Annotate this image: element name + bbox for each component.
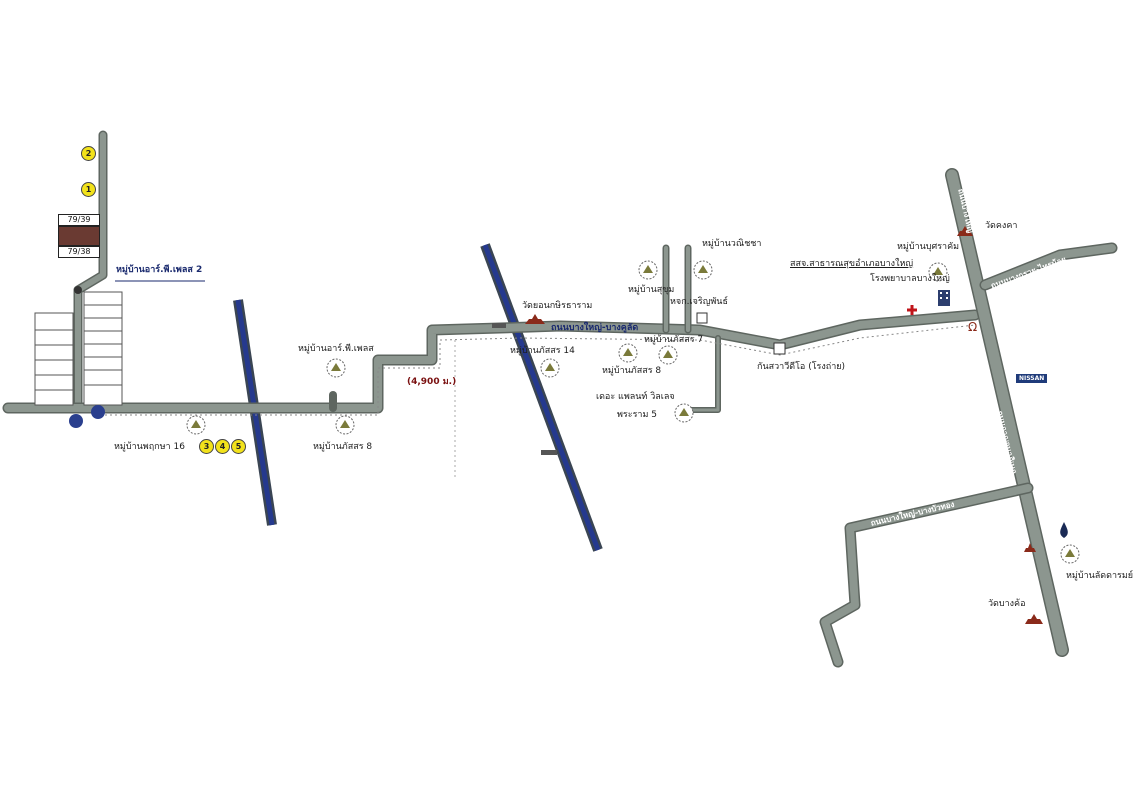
village-icon bbox=[674, 403, 694, 423]
label-wat-khongkha: วัดคงคา bbox=[985, 221, 1018, 231]
marker-blue-1 bbox=[69, 414, 83, 428]
village-buildings-left bbox=[34, 291, 123, 406]
studio-icon bbox=[773, 342, 786, 355]
label-wat-yon: วัดยอนกษิรธาราม bbox=[522, 301, 593, 311]
village-icons bbox=[186, 260, 1080, 564]
junction-dot bbox=[74, 286, 82, 294]
village-icon bbox=[186, 415, 206, 435]
nissan-sign: NISSAN bbox=[1016, 374, 1048, 383]
label-village-pruksa-16: หมู่บ้านพฤกษา 16 bbox=[114, 442, 185, 452]
route-dotted-line bbox=[95, 324, 976, 416]
house-number-bottom: 79/38 bbox=[58, 246, 100, 258]
village-icon bbox=[658, 345, 678, 365]
label-village-ladtarom: หมู่บ้านลัดดารมย์ bbox=[1066, 571, 1133, 581]
marker-4: 4 bbox=[215, 439, 230, 454]
label-village-rp-place-2: หมู่บ้านอาร์.พี.เพลส 2 bbox=[116, 265, 203, 275]
building-icon bbox=[938, 290, 950, 306]
label-village-phatsorn-8-mid: หมู่บ้านภัสสร 8 bbox=[602, 366, 662, 376]
house-number-top: 79/39 bbox=[58, 214, 100, 226]
shop-icon bbox=[696, 312, 708, 324]
bridge-icon bbox=[541, 450, 557, 455]
village-icon bbox=[326, 358, 346, 378]
temple-icon-small bbox=[1024, 543, 1036, 552]
gas-icon: Ω bbox=[968, 320, 977, 334]
label-village-burakam: หมู่บ้านบุศราคัม bbox=[897, 242, 960, 252]
village-icon bbox=[1060, 544, 1080, 564]
bridge-icon bbox=[492, 323, 506, 328]
label-main-road: ถนนบางใหญ่-บางคูลัด bbox=[551, 323, 639, 333]
label-bangyai-hospital: โรงพยาบาลบางใหญ่ bbox=[870, 274, 950, 284]
village-icon bbox=[638, 260, 658, 280]
marker-blue-2 bbox=[91, 405, 105, 419]
label-distance: (4,900 ม.) bbox=[407, 377, 457, 387]
temple-icon-wat-yon bbox=[525, 314, 545, 324]
hospital-icon bbox=[907, 305, 917, 315]
temple-icon-wat-bangkho bbox=[1025, 614, 1043, 624]
village-icon bbox=[335, 415, 355, 435]
village-icon bbox=[928, 262, 948, 282]
label-village-sukhum: หมู่บ้านสุขุม bbox=[628, 285, 675, 295]
label-village-rp-place: หมู่บ้านอาร์.พี.เพลส bbox=[298, 344, 374, 354]
village-icon bbox=[540, 358, 560, 378]
water-drop-icon bbox=[1060, 522, 1068, 538]
label-health-office: สสจ.สาธารณสุขอำเภอบางใหญ่ bbox=[790, 259, 914, 269]
label-village-wanicha: หมู่บ้านวณิชชา bbox=[702, 239, 762, 249]
village-icon bbox=[693, 260, 713, 280]
village-icon bbox=[618, 343, 638, 363]
label-village-phatsorn-mid: หมู่บ้านภัสสร 7 bbox=[644, 335, 704, 345]
label-prasarm-5: พระราม 5 bbox=[617, 410, 658, 420]
label-wat-bangkho: วัดบางค้อ bbox=[988, 599, 1026, 609]
marker-2: 2 bbox=[81, 146, 96, 161]
temple-icon-wat-khongkha bbox=[957, 226, 973, 236]
label-charoenpan: หจก.เจริญพันธ์ bbox=[670, 297, 728, 307]
label-kansawad: กันสวาวีดีโอ (โรงถ่าย) bbox=[757, 362, 846, 372]
canal-middle bbox=[480, 243, 603, 552]
label-village-phatsorn-8-west: หมู่บ้านภัสสร 8 bbox=[313, 442, 373, 452]
marker-5: 5 bbox=[231, 439, 246, 454]
marker-1: 1 bbox=[81, 182, 96, 197]
label-village-phatsorn-14: หมู่บ้านภัสสร 14 bbox=[510, 346, 575, 356]
label-the-palms: เดอะ แพลนท์ วิลเลจ bbox=[596, 392, 675, 402]
house-block bbox=[58, 226, 100, 246]
marker-3: 3 bbox=[199, 439, 214, 454]
